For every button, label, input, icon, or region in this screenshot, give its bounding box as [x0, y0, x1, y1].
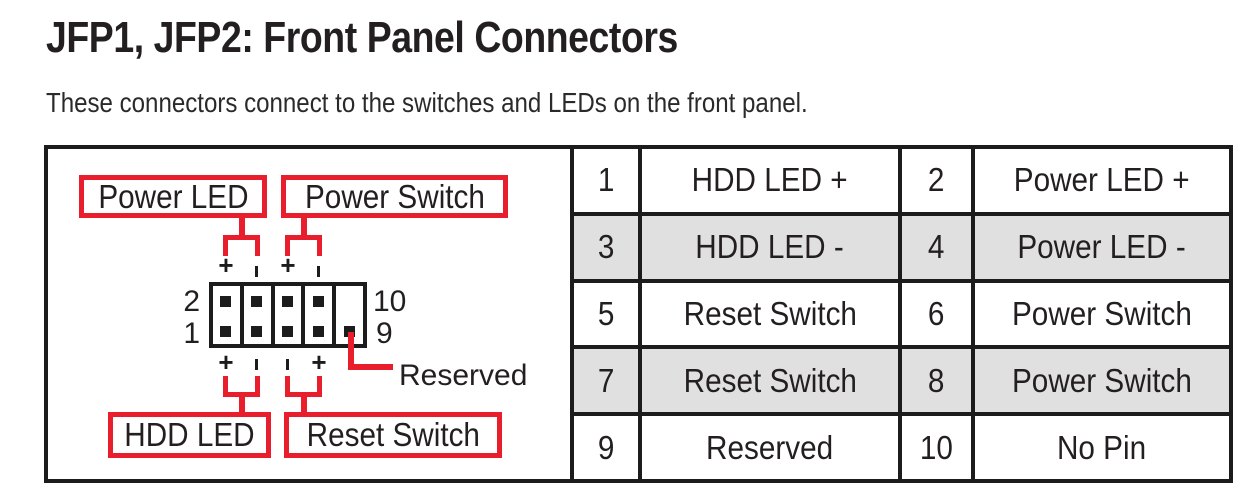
polarity-plus: +: [218, 250, 234, 280]
callout-hdd-led-label: HDD LED: [124, 416, 255, 453]
pin-number-cell: 7: [570, 345, 642, 417]
pin-function-cell: Power LED -: [971, 211, 1233, 283]
callout-bracket-line: [285, 376, 290, 397]
pin-header-connector: [209, 282, 367, 348]
connector-cell: [213, 286, 244, 344]
callout-bracket-line: [285, 235, 322, 240]
pin-number-cell: 3: [570, 211, 642, 283]
polarity-minus: [255, 266, 258, 277]
pin-number-cell: 5: [570, 278, 642, 350]
pin-square: [220, 326, 232, 337]
callout-bracket-line: [255, 376, 260, 397]
callout-power-switch-label: Power Switch: [304, 177, 485, 215]
callout-power-switch: Power Switch: [281, 175, 508, 218]
pin-square: [343, 326, 355, 337]
polarity-minus: [286, 359, 289, 370]
page-title-text: JFP1, JFP2: Front Panel Connectors: [46, 13, 678, 62]
callout-bracket-line: [300, 392, 307, 413]
callout-reset-switch-label: Reset Switch: [306, 416, 480, 453]
page-subtitle-text: These connectors connect to the switches…: [46, 87, 808, 118]
connector-cell: [305, 286, 337, 344]
reserved-label: Reserved: [399, 359, 528, 392]
pin-function-cell: Reset Switch: [638, 345, 902, 417]
callout-bracket-line: [255, 235, 260, 256]
pin-square: [251, 296, 263, 307]
pin-number-cell: 9: [570, 412, 642, 483]
polarity-minus: [255, 359, 258, 370]
pin-function-cell: HDD LED -: [638, 211, 902, 283]
connector-cell: [336, 286, 363, 344]
pin-number-right-bottom: 9: [376, 317, 393, 350]
pin-number-cell: 2: [898, 145, 975, 216]
polarity-minus: [317, 266, 320, 277]
pin-number-cell: 8: [898, 345, 975, 417]
pin-function-cell: No Pin: [971, 412, 1233, 483]
pin-number-cell: 6: [898, 278, 975, 350]
pin-number-left-top: 2: [183, 285, 200, 318]
polarity-plus: +: [218, 347, 234, 377]
connector-cell: [275, 286, 306, 344]
callout-hdd-led: HDD LED: [108, 412, 271, 458]
polarity-plus: +: [311, 347, 327, 377]
callout-reset-switch: Reset Switch: [284, 412, 502, 458]
page-title: JFP1, JFP2: Front Panel Connectors: [46, 14, 789, 62]
pin-function-cell: Power LED +: [971, 145, 1233, 216]
pin-number-right-top: 10: [373, 285, 407, 318]
page-subtitle: These connectors connect to the switches…: [46, 88, 932, 118]
pin-function-cell: Power Switch: [971, 278, 1233, 350]
connector-cell: [244, 286, 275, 344]
callout-bracket-line: [223, 235, 228, 256]
polarity-plus: +: [280, 250, 296, 280]
pin-number-cell: 1: [570, 145, 642, 216]
pin-square: [312, 326, 324, 337]
pin-number-cell: 10: [898, 412, 975, 483]
pin-square: [281, 296, 293, 307]
pin-function-cell: Reset Switch: [638, 278, 902, 350]
callout-bracket-line: [285, 235, 290, 256]
pin-square: [220, 296, 232, 307]
callout-bracket-line: [317, 235, 322, 256]
callout-bracket-line: [223, 376, 228, 397]
callout-bracket-line: [300, 216, 307, 240]
callout-bracket-line: [317, 376, 322, 397]
pin-function-cell: HDD LED +: [638, 145, 902, 216]
reserved-pointer-line-vertical: [348, 332, 354, 370]
callout-bracket-line: [238, 216, 245, 240]
callout-power-led-label: Power LED: [97, 177, 249, 215]
callout-bracket-line: [238, 392, 245, 413]
pin-function-cell: Power Switch: [971, 345, 1233, 417]
pin-square: [281, 326, 293, 337]
callout-power-led: Power LED: [79, 175, 267, 218]
reserved-pointer-line-horizontal: [348, 364, 393, 370]
pin-number-left-bottom: 1: [183, 317, 200, 350]
pin-square: [251, 326, 263, 337]
pin-number-cell: 4: [898, 211, 975, 283]
pin-square: [312, 296, 324, 307]
pin-function-cell: Reserved: [638, 412, 902, 483]
callout-bracket-line: [223, 235, 260, 240]
